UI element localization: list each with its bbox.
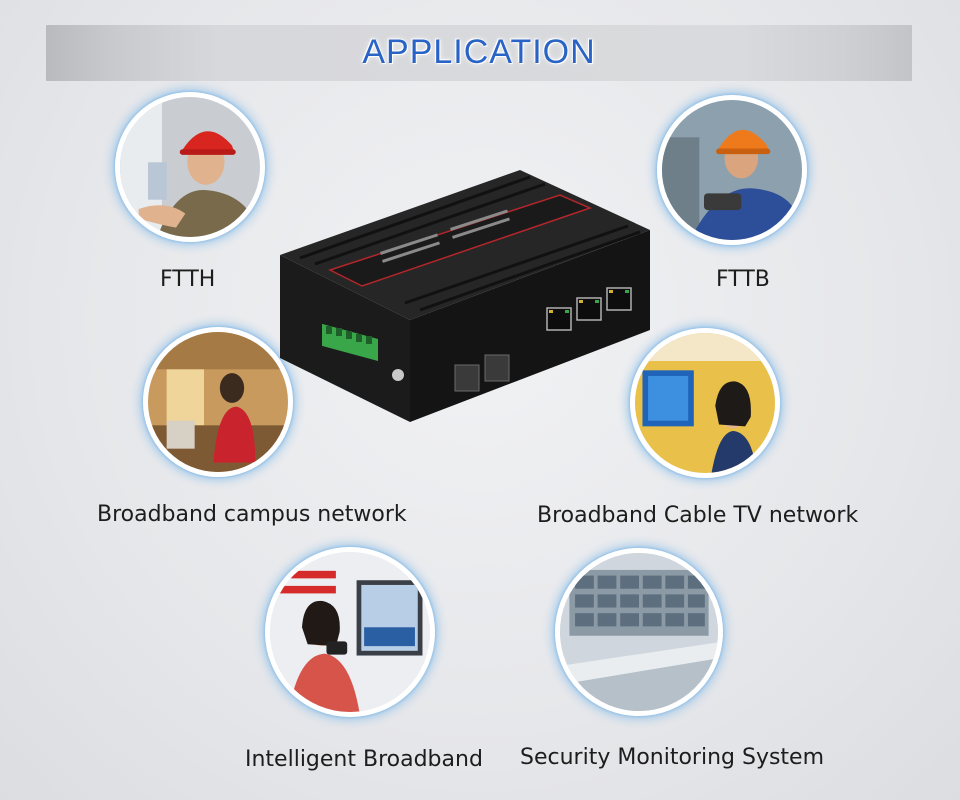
- label-security-monitoring: Security Monitoring System: [520, 745, 825, 770]
- control-room-icon: [560, 553, 718, 711]
- fttb-photo: [657, 95, 807, 245]
- switch-device-icon: [280, 170, 650, 422]
- cable-tv-photo: [630, 328, 780, 478]
- woman-phone-tv-icon: [270, 552, 430, 712]
- technician-orange-helmet-icon: [662, 100, 802, 240]
- ftth-photo: [115, 92, 265, 242]
- label-fttb: FTTB: [716, 267, 770, 292]
- label-campus: Broadband campus network: [97, 502, 407, 527]
- label-cable-tv: Broadband Cable TV network: [537, 503, 859, 528]
- header-banner: APPLICATION: [46, 25, 912, 81]
- page-title: APPLICATION: [362, 33, 596, 71]
- label-intelligent-broadband: Intelligent Broadband: [245, 747, 483, 772]
- intelligent-broadband-photo: [265, 547, 435, 717]
- industrial-switch-image: [270, 160, 660, 425]
- student-room-icon: [148, 332, 288, 472]
- security-monitoring-photo: [555, 548, 723, 716]
- worker-red-helmet-icon: [120, 97, 260, 237]
- campus-photo: [143, 327, 293, 477]
- label-ftth: FTTH: [160, 267, 216, 292]
